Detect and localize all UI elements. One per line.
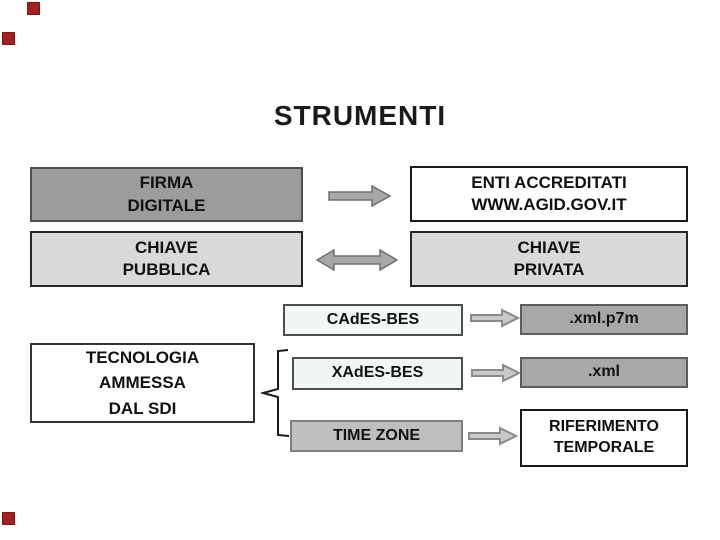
box-tecnologia-sdi: TECNOLOGIA AMMESSA DAL SDI: [30, 343, 255, 423]
box-line: PUBBLICA: [122, 260, 211, 279]
red-corner-mark: [2, 512, 15, 525]
box-line: FIRMA: [139, 173, 194, 193]
box-line: CHIAVE: [135, 237, 198, 257]
box-line: .xml.p7m: [569, 310, 639, 328]
slide-title: STRUMENTI: [273, 100, 447, 131]
box-line: DAL SDI: [108, 398, 177, 418]
red-corner-mark: [2, 32, 15, 45]
box-line: CAdES-BES: [326, 310, 420, 328]
box-line: XAdES-BES: [331, 364, 424, 382]
box-xml-p7m: .xml.p7m: [520, 304, 688, 335]
box-line: AMMESSA: [99, 373, 186, 393]
right-arrow-icon: [468, 426, 518, 446]
box-enti-accreditati: ENTI ACCREDITATI WWW.AGID.GOV.IT: [410, 166, 688, 222]
box-time-zone: TIME ZONE: [290, 420, 463, 452]
right-arrow-icon: [471, 363, 521, 383]
box-line: CHIAVE: [517, 237, 581, 257]
box-line: PRIVATA: [513, 260, 585, 279]
box-line: ENTI ACCREDITATI: [471, 172, 627, 192]
box-riferimento-temporale: RIFERIMENTO TEMPORALE: [520, 409, 688, 467]
right-arrow-icon: [328, 184, 392, 208]
box-line: TIME ZONE: [332, 426, 421, 444]
box-chiave-privata: CHIAVE PRIVATA: [410, 231, 688, 287]
box-line: DIGITALE: [127, 195, 206, 215]
box-line: TECNOLOGIA: [85, 347, 200, 367]
right-arrow-icon: [470, 308, 520, 328]
box-line: .xml: [587, 363, 620, 381]
red-corner-mark: [27, 2, 40, 15]
box-cades-bes: CAdES-BES: [283, 304, 463, 336]
double-arrow-icon: [316, 248, 398, 272]
box-xml: .xml: [520, 357, 688, 388]
box-chiave-pubblica: CHIAVE PUBBLICA: [30, 231, 303, 287]
box-line: TEMPORALE: [553, 439, 655, 456]
box-xades-bes: XAdES-BES: [292, 357, 463, 390]
box-firma-digitale: FIRMA DIGITALE: [30, 167, 303, 222]
brace-icon: [261, 349, 290, 437]
box-line: RIFERIMENTO: [549, 418, 659, 436]
box-line: WWW.AGID.GOV.IT: [471, 195, 627, 214]
